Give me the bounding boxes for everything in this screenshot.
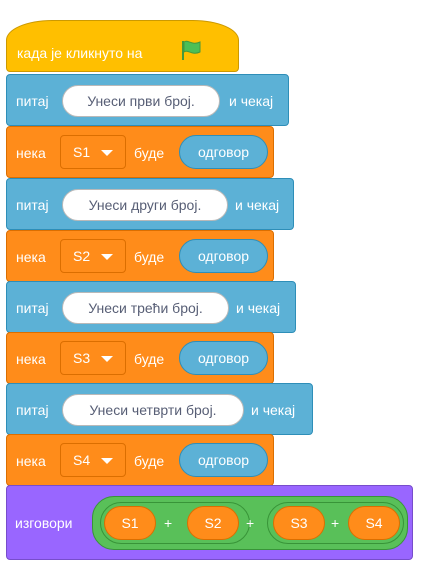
variable-name: S1 — [73, 144, 91, 160]
variable-dropdown[interactable]: S4 — [60, 443, 126, 477]
ask-label: питај — [16, 402, 49, 418]
set-variable-block-4[interactable]: нека S4 буде одговор — [6, 434, 274, 486]
to-label: буде — [134, 249, 165, 265]
and-wait-label: и чекај — [229, 93, 274, 109]
set-variable-block-3[interactable]: нека S3 буде одговор — [6, 332, 274, 384]
green-flag-icon — [179, 38, 203, 62]
to-label: буде — [134, 351, 165, 367]
plus-sign: + — [164, 515, 173, 531]
answer-reporter[interactable]: одговор — [179, 239, 268, 273]
say-label: изговори — [15, 515, 73, 531]
ask-and-wait-block-1[interactable]: питај Унеси први број. и чекај — [6, 74, 289, 126]
variable-reporter-s4[interactable]: S4 — [348, 506, 400, 540]
variable-dropdown[interactable]: S1 — [60, 135, 126, 169]
say-block[interactable]: изговори S1 + S2 + S3 + S4 — [6, 485, 413, 560]
and-wait-label: и чекај — [251, 402, 296, 418]
dropdown-caret-icon — [101, 254, 113, 260]
ask-and-wait-block-2[interactable]: питај Унеси други број. и чекај — [6, 178, 294, 230]
plus-sign: + — [246, 515, 255, 531]
variable-dropdown[interactable]: S3 — [60, 341, 126, 375]
ask-text-input[interactable]: Унеси први број. — [62, 85, 220, 117]
hat-label: када је кликнуто на — [17, 45, 143, 61]
addition-operator-outer[interactable]: S1 + S2 + S3 + S4 — [92, 496, 408, 550]
ask-label: питај — [16, 300, 49, 316]
set-variable-block-1[interactable]: нека S1 буде одговор — [6, 126, 274, 178]
variable-reporter-s1[interactable]: S1 — [104, 506, 156, 540]
addition-operator-right[interactable]: S3 + S4 — [267, 502, 404, 544]
variable-reporter-s2[interactable]: S2 — [187, 506, 239, 540]
dropdown-caret-icon — [101, 458, 113, 464]
variable-name: S2 — [73, 248, 91, 264]
and-wait-label: и чекај — [235, 197, 280, 213]
to-label: буде — [134, 145, 165, 161]
variable-name: S3 — [73, 350, 91, 366]
dropdown-caret-icon — [101, 150, 113, 156]
answer-reporter[interactable]: одговор — [179, 341, 268, 375]
plus-sign: + — [331, 515, 340, 531]
set-label: нека — [16, 453, 46, 469]
to-label: буде — [134, 453, 165, 469]
answer-reporter[interactable]: одговор — [179, 443, 268, 477]
when-flag-clicked-block[interactable]: када је кликнуто на — [6, 20, 239, 72]
set-label: нека — [16, 249, 46, 265]
ask-label: питај — [16, 197, 49, 213]
and-wait-label: и чекај — [236, 300, 281, 316]
ask-text-input[interactable]: Унеси други број. — [62, 189, 228, 221]
ask-and-wait-block-4[interactable]: питај Унеси четврти број. и чекај — [6, 383, 313, 435]
ask-text-input[interactable]: Унеси четврти број. — [62, 394, 244, 426]
variable-name: S4 — [73, 452, 91, 468]
variable-dropdown[interactable]: S2 — [60, 239, 126, 273]
ask-label: питај — [16, 93, 49, 109]
addition-operator-left[interactable]: S1 + S2 — [100, 502, 250, 544]
answer-reporter[interactable]: одговор — [179, 135, 268, 169]
variable-reporter-s3[interactable]: S3 — [273, 506, 325, 540]
set-label: нека — [16, 351, 46, 367]
dropdown-caret-icon — [101, 356, 113, 362]
ask-and-wait-block-3[interactable]: питај Унеси трећи број. и чекај — [6, 281, 296, 333]
set-label: нека — [16, 145, 46, 161]
set-variable-block-2[interactable]: нека S2 буде одговор — [6, 230, 274, 282]
ask-text-input[interactable]: Унеси трећи број. — [62, 292, 229, 324]
